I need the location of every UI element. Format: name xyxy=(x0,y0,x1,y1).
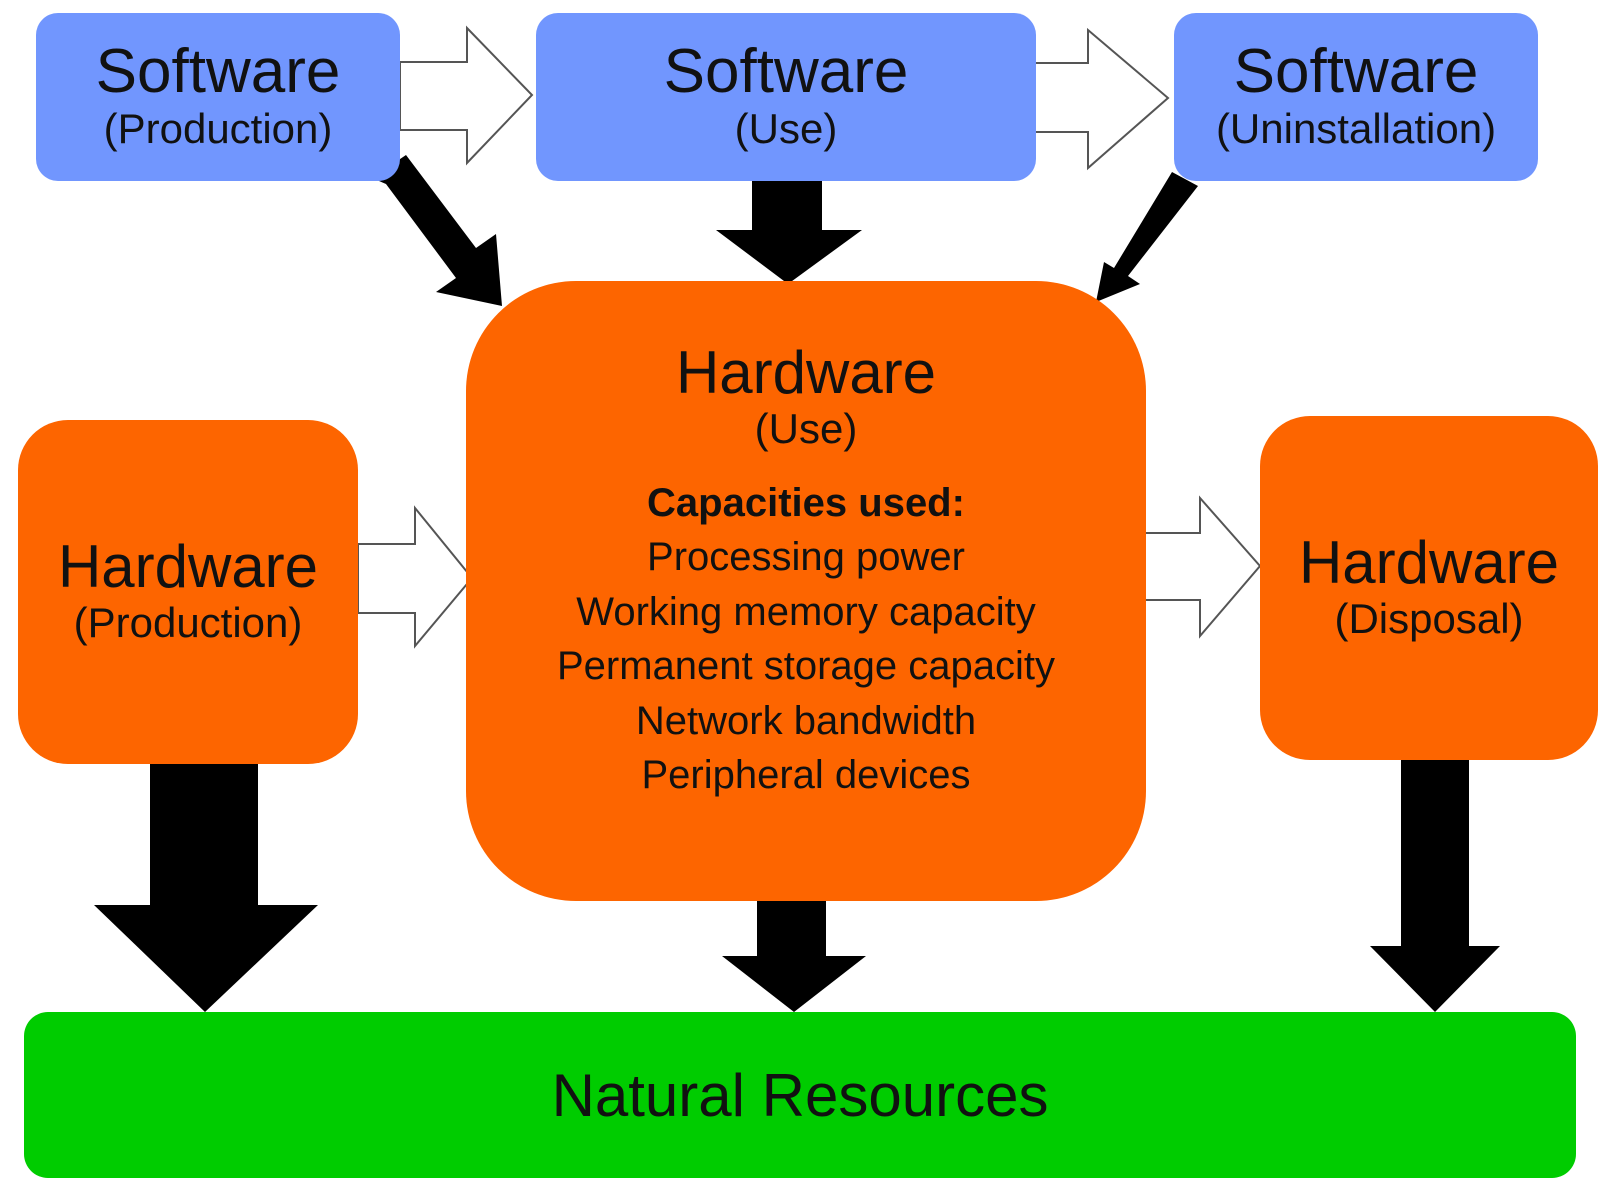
impact-arrow-sw-production xyxy=(372,155,502,306)
software-production-title: Software xyxy=(95,37,341,107)
capacity-item: Permanent storage capacity xyxy=(556,644,1056,689)
software-use-box: Software (Use) xyxy=(536,13,1036,181)
impact-arrow-hw-disposal xyxy=(1370,758,1500,1012)
capacity-item: Working memory capacity xyxy=(576,589,1036,634)
hardware-production-title: Hardware xyxy=(57,533,319,601)
software-production-box: Software (Production) xyxy=(36,13,400,181)
hardware-use-title: Hardware xyxy=(675,339,937,406)
hardware-use-subtitle: (Use) xyxy=(754,405,858,452)
flow-arrow-hw-production-to-use xyxy=(357,505,474,649)
impact-arrow-hw-production xyxy=(94,762,318,1012)
hardware-disposal-box: Hardware (Disposal) xyxy=(1260,416,1598,760)
capacity-item: Peripheral devices xyxy=(641,752,971,797)
capacities-heading: Capacities used: xyxy=(647,481,965,526)
software-use-subtitle: (Use) xyxy=(734,105,838,153)
flow-arrow-sw-use-to-uninstall xyxy=(1033,27,1170,171)
hardware-production-subtitle: (Production) xyxy=(73,599,303,647)
capacity-item: Processing power xyxy=(647,535,965,580)
hardware-disposal-title: Hardware xyxy=(1298,529,1560,597)
software-production-subtitle: (Production) xyxy=(103,105,333,153)
software-uninstallation-subtitle: (Uninstallation) xyxy=(1215,105,1497,153)
natural-resources-label: Natural Resources xyxy=(551,1061,1049,1129)
software-uninstallation-box: Software (Uninstallation) xyxy=(1174,13,1538,181)
hardware-disposal-subtitle: (Disposal) xyxy=(1334,595,1524,643)
natural-resources-box: Natural Resources xyxy=(24,1012,1576,1178)
software-use-title: Software xyxy=(663,37,909,107)
impact-arrow-sw-use xyxy=(716,174,862,284)
capacity-item: Network bandwidth xyxy=(635,698,977,743)
flow-arrow-sw-production-to-use xyxy=(399,25,534,166)
flow-arrow-hw-use-to-disposal xyxy=(1142,495,1262,639)
software-uninstallation-title: Software xyxy=(1233,37,1479,107)
hardware-use-box: Hardware (Use) Capacities used: Processi… xyxy=(466,281,1146,901)
impact-arrow-hw-use xyxy=(722,892,866,1012)
impact-arrow-sw-uninstall xyxy=(1096,172,1198,302)
hardware-production-box: Hardware (Production) xyxy=(18,420,358,764)
